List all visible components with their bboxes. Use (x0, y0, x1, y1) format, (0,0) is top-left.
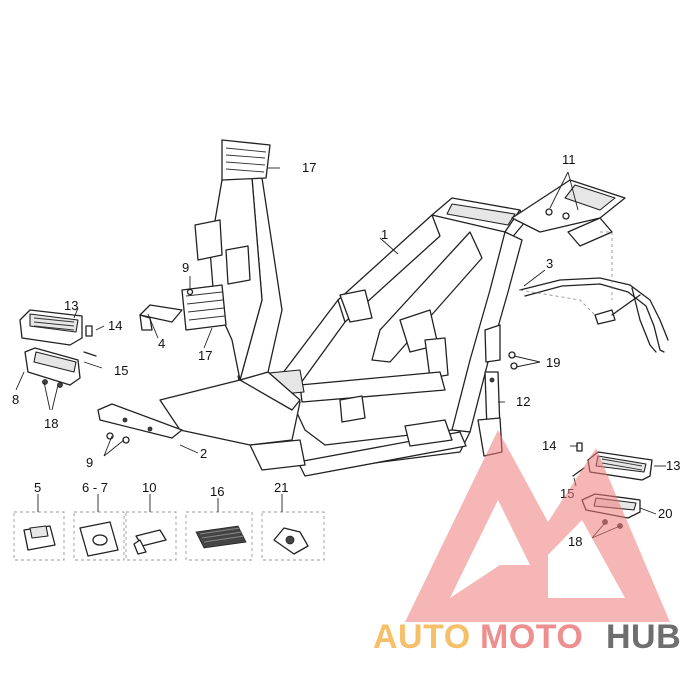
detail-box-16 (185, 511, 253, 561)
callout-1: 1 (381, 227, 388, 242)
callout-13-left: 13 (64, 298, 78, 313)
callout-18-right: 18 (568, 534, 582, 549)
callout-4: 4 (158, 336, 165, 351)
callout-20: 20 (658, 506, 672, 521)
bracket-part-4 (139, 304, 183, 331)
callout-12: 12 (516, 394, 530, 409)
callout-16: 16 (210, 484, 224, 499)
watermark-hub: HUB (606, 618, 681, 656)
callout-10: 10 (142, 480, 156, 495)
callout-17-lower: 17 (198, 348, 212, 363)
plate-part-2 (97, 403, 183, 439)
automotohub-watermark: AUTO MOTO HUB (373, 430, 681, 656)
callout-15-left: 15 (114, 363, 128, 378)
callout-19: 19 (546, 355, 560, 370)
dashed-reference-line (600, 231, 613, 300)
detail-box-6-7 (73, 511, 125, 561)
detail-box-5 (13, 511, 65, 561)
left-footrest-group (19, 309, 83, 388)
callout-3: 3 (546, 256, 553, 271)
callout-6-7: 6 - 7 (82, 480, 108, 495)
watermark-triangle-logo (405, 430, 670, 622)
cable-part-3 (519, 277, 669, 353)
main-frame-part (237, 179, 626, 477)
callout-17-upper: 17 (302, 160, 316, 175)
steering-column (181, 139, 283, 381)
detail-box-21 (261, 511, 325, 561)
callout-9-upper: 9 (182, 260, 189, 275)
left-small-parts (83, 325, 97, 357)
bolts-part-19 (508, 351, 518, 370)
callout-11: 11 (562, 152, 576, 167)
bolts-part-11 (545, 208, 570, 220)
callout-18-left: 18 (44, 416, 58, 431)
callout-2: 2 (200, 446, 207, 461)
front-lower-frame (159, 371, 306, 471)
callout-14-left: 14 (108, 318, 122, 333)
dashed-reference-line-2 (519, 289, 596, 316)
callout-5: 5 (34, 480, 41, 495)
callout-8: 8 (12, 392, 19, 407)
callout-14-right: 14 (542, 438, 556, 453)
callout-9-lower: 9 (86, 455, 93, 470)
detail-box-10 (125, 511, 177, 561)
callout-13-right: 13 (666, 458, 680, 473)
watermark-auto: AUTO (373, 618, 471, 656)
watermark-moto: MOTO (480, 618, 583, 656)
callout-21: 21 (274, 480, 288, 495)
